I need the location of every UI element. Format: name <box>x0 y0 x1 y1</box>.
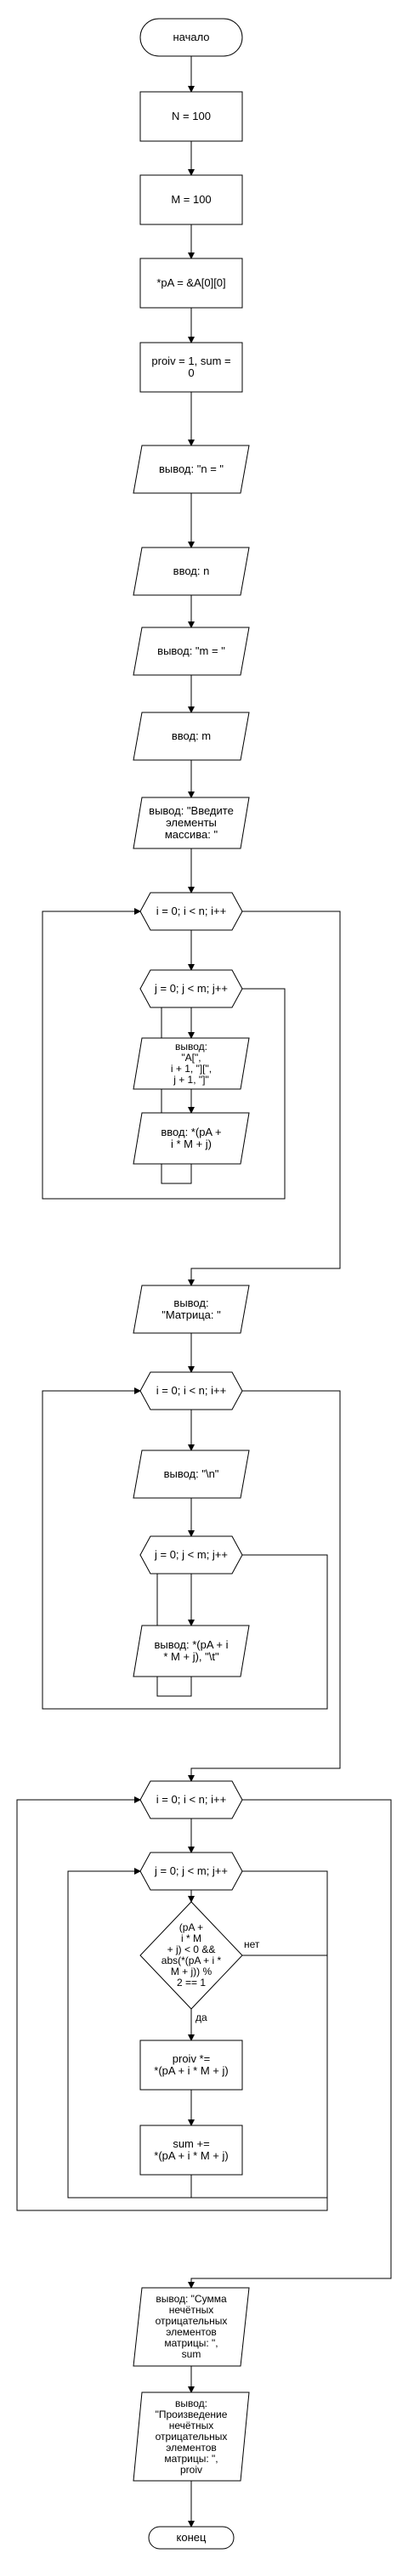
loop-j1-shape <box>139 969 243 1008</box>
out-matrix-label: вывод: "Матрица: " <box>162 1297 221 1321</box>
out-n-label: вывод: "n = " <box>158 462 224 475</box>
out-newline-shape <box>133 1450 250 1499</box>
loop-j2-shape <box>139 1535 243 1575</box>
out-elem-shape <box>133 1037 250 1090</box>
out-m-label: вывод: "m = " <box>157 644 225 657</box>
loop-j3-label: j = 0; j < m; j++ <box>155 1864 228 1877</box>
pa-assign-label: *pA = &A[0][0] <box>156 276 226 289</box>
loop-i2-shape <box>139 1371 243 1410</box>
end-label: конец <box>176 2531 207 2544</box>
start-shape <box>139 18 243 57</box>
loop-j2-label: j = 0; j < m; j++ <box>155 1548 228 1561</box>
out-cell-label: вывод: *(pA + i * M + j), "\t" <box>154 1638 229 1663</box>
in-m-label: ввод: m <box>171 729 212 742</box>
out-enter-shape <box>133 797 250 849</box>
n-assign-label: N = 100 <box>172 110 211 122</box>
out-newline-label: вывод: "\n" <box>163 1467 219 1480</box>
in-n-label: ввод: n <box>173 565 210 577</box>
end-shape <box>148 2526 235 2550</box>
cond-shape <box>139 1901 243 2010</box>
out-cell-shape <box>133 1625 250 1677</box>
m-assign-label: M = 100 <box>171 193 212 206</box>
loop-j3-shape <box>139 1852 243 1891</box>
loop-i2-label: i = 0; i < n; i++ <box>156 1384 227 1397</box>
loop-i3-shape <box>139 1780 243 1819</box>
edge-sum-add-loop-j3-back <box>67 1868 192 2199</box>
loop-i1-shape <box>139 892 243 931</box>
cond-label: (pA + i * M + j) < 0 && abs(*(pA + i * M… <box>161 1921 222 1989</box>
out-sum-shape <box>133 2287 250 2367</box>
out-elem-label: вывод: "A[", i + 1, "][", j + 1, "]" <box>170 1041 212 1086</box>
out-sum-label: вывод: "Сумма нечётных отрицательных эле… <box>155 2293 228 2360</box>
loop-j1-label: j = 0; j < m; j++ <box>155 982 228 995</box>
loop-i3-label: i = 0; i < n; i++ <box>156 1793 227 1806</box>
in-elem-shape <box>133 1112 250 1165</box>
proiv-mul-label: proiv *= *(pA + i * M + j) <box>154 2052 229 2077</box>
sum-add-label: sum += *(pA + i * M + j) <box>154 2137 229 2162</box>
start-label: начало <box>173 31 210 43</box>
pa-assign-shape <box>139 258 243 309</box>
out-matrix-shape <box>133 1285 250 1334</box>
in-elem-label: ввод: *(pA + i * M + j) <box>161 1126 222 1150</box>
init-vars-label: proiv = 1, sum = 0 <box>151 355 231 379</box>
n-assign-shape <box>139 91 243 142</box>
sum-add-shape <box>139 2125 243 2176</box>
in-n-shape <box>133 547 250 596</box>
proiv-mul-shape <box>139 2040 243 2091</box>
edge-label-yes: да <box>195 2011 208 2023</box>
edge-loop-i2-exit <box>188 1390 341 1782</box>
edge-loop-i1-exit <box>188 911 341 1286</box>
out-m-shape <box>133 627 250 676</box>
edge-loop-i3-exit <box>188 1799 392 2289</box>
edge-loop-j2-exit <box>42 1387 328 1710</box>
edge-loop-j1-exit <box>42 908 286 1200</box>
loop-i1-label: i = 0; i < n; i++ <box>156 905 227 917</box>
in-m-shape <box>133 712 250 761</box>
m-assign-shape <box>139 174 243 225</box>
out-prod-label: вывод: "Произведение нечётных отрицатель… <box>155 2397 228 2476</box>
edge-label-no: нет <box>243 1938 261 1950</box>
out-prod-shape <box>133 2392 250 2482</box>
out-n-shape <box>133 445 250 494</box>
edge-loop-j3-exit <box>16 1796 328 2211</box>
out-enter-label: вывод: "Введите элементы массива: " <box>149 804 234 841</box>
init-vars-shape <box>139 342 243 393</box>
